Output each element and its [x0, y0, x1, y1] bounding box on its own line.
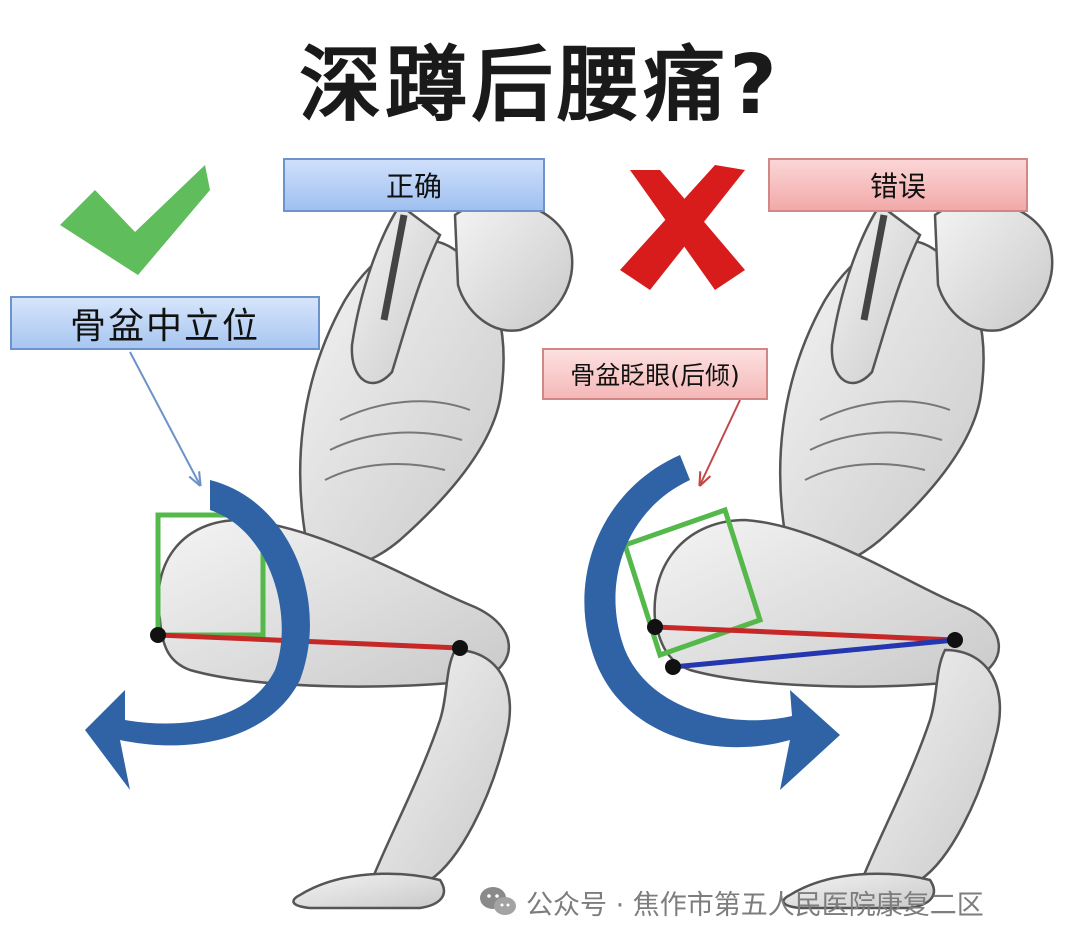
femur-line-reference	[654, 624, 956, 643]
pointer-posterior	[700, 399, 741, 485]
label-correct: 正确	[283, 158, 545, 212]
watermark: 公众号 · 焦作市第五人民医院康复二区	[478, 882, 984, 922]
label-pelvis-neutral: 骨盆中立位	[10, 296, 320, 350]
rotation-arrow-posterior	[584, 455, 840, 790]
knee-point-right	[947, 632, 963, 648]
hip-point-right-upper	[647, 619, 663, 635]
page-title: 深蹲后腰痛?	[299, 38, 781, 133]
check-mark-icon	[60, 165, 210, 275]
cross-mark-icon	[620, 165, 745, 290]
label-pelvis-posterior-tilt: 骨盆眨眼(后倾)	[542, 348, 768, 400]
rotation-arrow-neutral	[85, 480, 310, 790]
hip-point-right-lower	[665, 659, 681, 675]
watermark-text: 公众号 · 焦作市第五人民医院康复二区	[526, 889, 984, 921]
label-wrong: 错误	[768, 158, 1028, 212]
knee-point-left	[452, 640, 468, 656]
pelvis-box-tilted	[621, 506, 764, 659]
squat-figure-correct	[157, 200, 574, 910]
pointer-neutral	[129, 351, 200, 485]
femur-line-tilted	[672, 637, 956, 670]
hip-point-left	[150, 627, 166, 643]
squat-figure-wrong	[653, 200, 1054, 910]
wechat-icon	[480, 887, 516, 915]
